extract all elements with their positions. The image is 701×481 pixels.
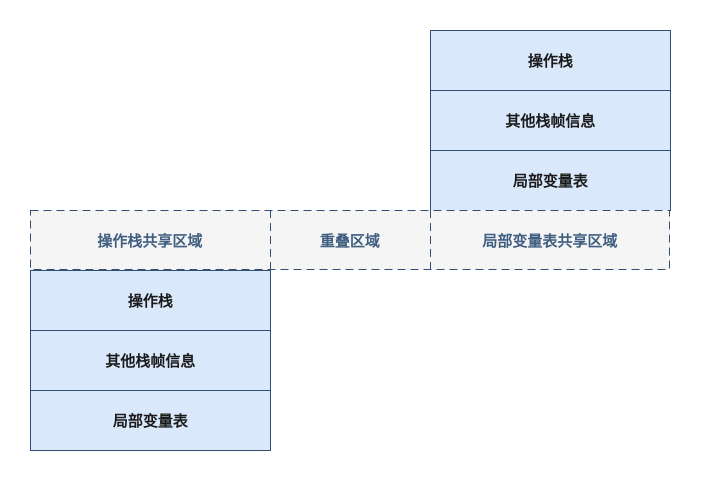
upper-operand-stack-box: 操作栈	[430, 30, 671, 91]
lower-local-var-table-box: 局部变量表	[30, 391, 271, 451]
lower-other-frame-info-box: 其他栈帧信息	[30, 331, 271, 391]
upper-operand-stack-label: 操作栈	[527, 52, 573, 70]
operand-stack-shared-region: 操作栈共享区域	[30, 210, 270, 270]
overlap-region: 重叠区域	[270, 210, 430, 270]
lower-operand-stack-box: 操作栈	[30, 270, 271, 331]
lower-operand-stack-label: 操作栈	[127, 292, 173, 310]
lower-local-var-table-label: 局部变量表	[112, 412, 188, 430]
operand-stack-shared-label: 操作栈共享区域	[97, 231, 203, 250]
lower-other-frame-info-label: 其他栈帧信息	[105, 352, 196, 370]
upper-local-var-table-label: 局部变量表	[512, 172, 588, 190]
upper-other-frame-info-label: 其他栈帧信息	[505, 112, 596, 130]
upper-local-var-table-box: 局部变量表	[430, 151, 671, 211]
upper-other-frame-info-box: 其他栈帧信息	[430, 91, 671, 151]
local-var-shared-label: 局部变量表共享区域	[482, 231, 618, 250]
overlap-label: 重叠区域	[319, 231, 380, 250]
local-var-shared-region: 局部变量表共享区域	[430, 210, 670, 270]
